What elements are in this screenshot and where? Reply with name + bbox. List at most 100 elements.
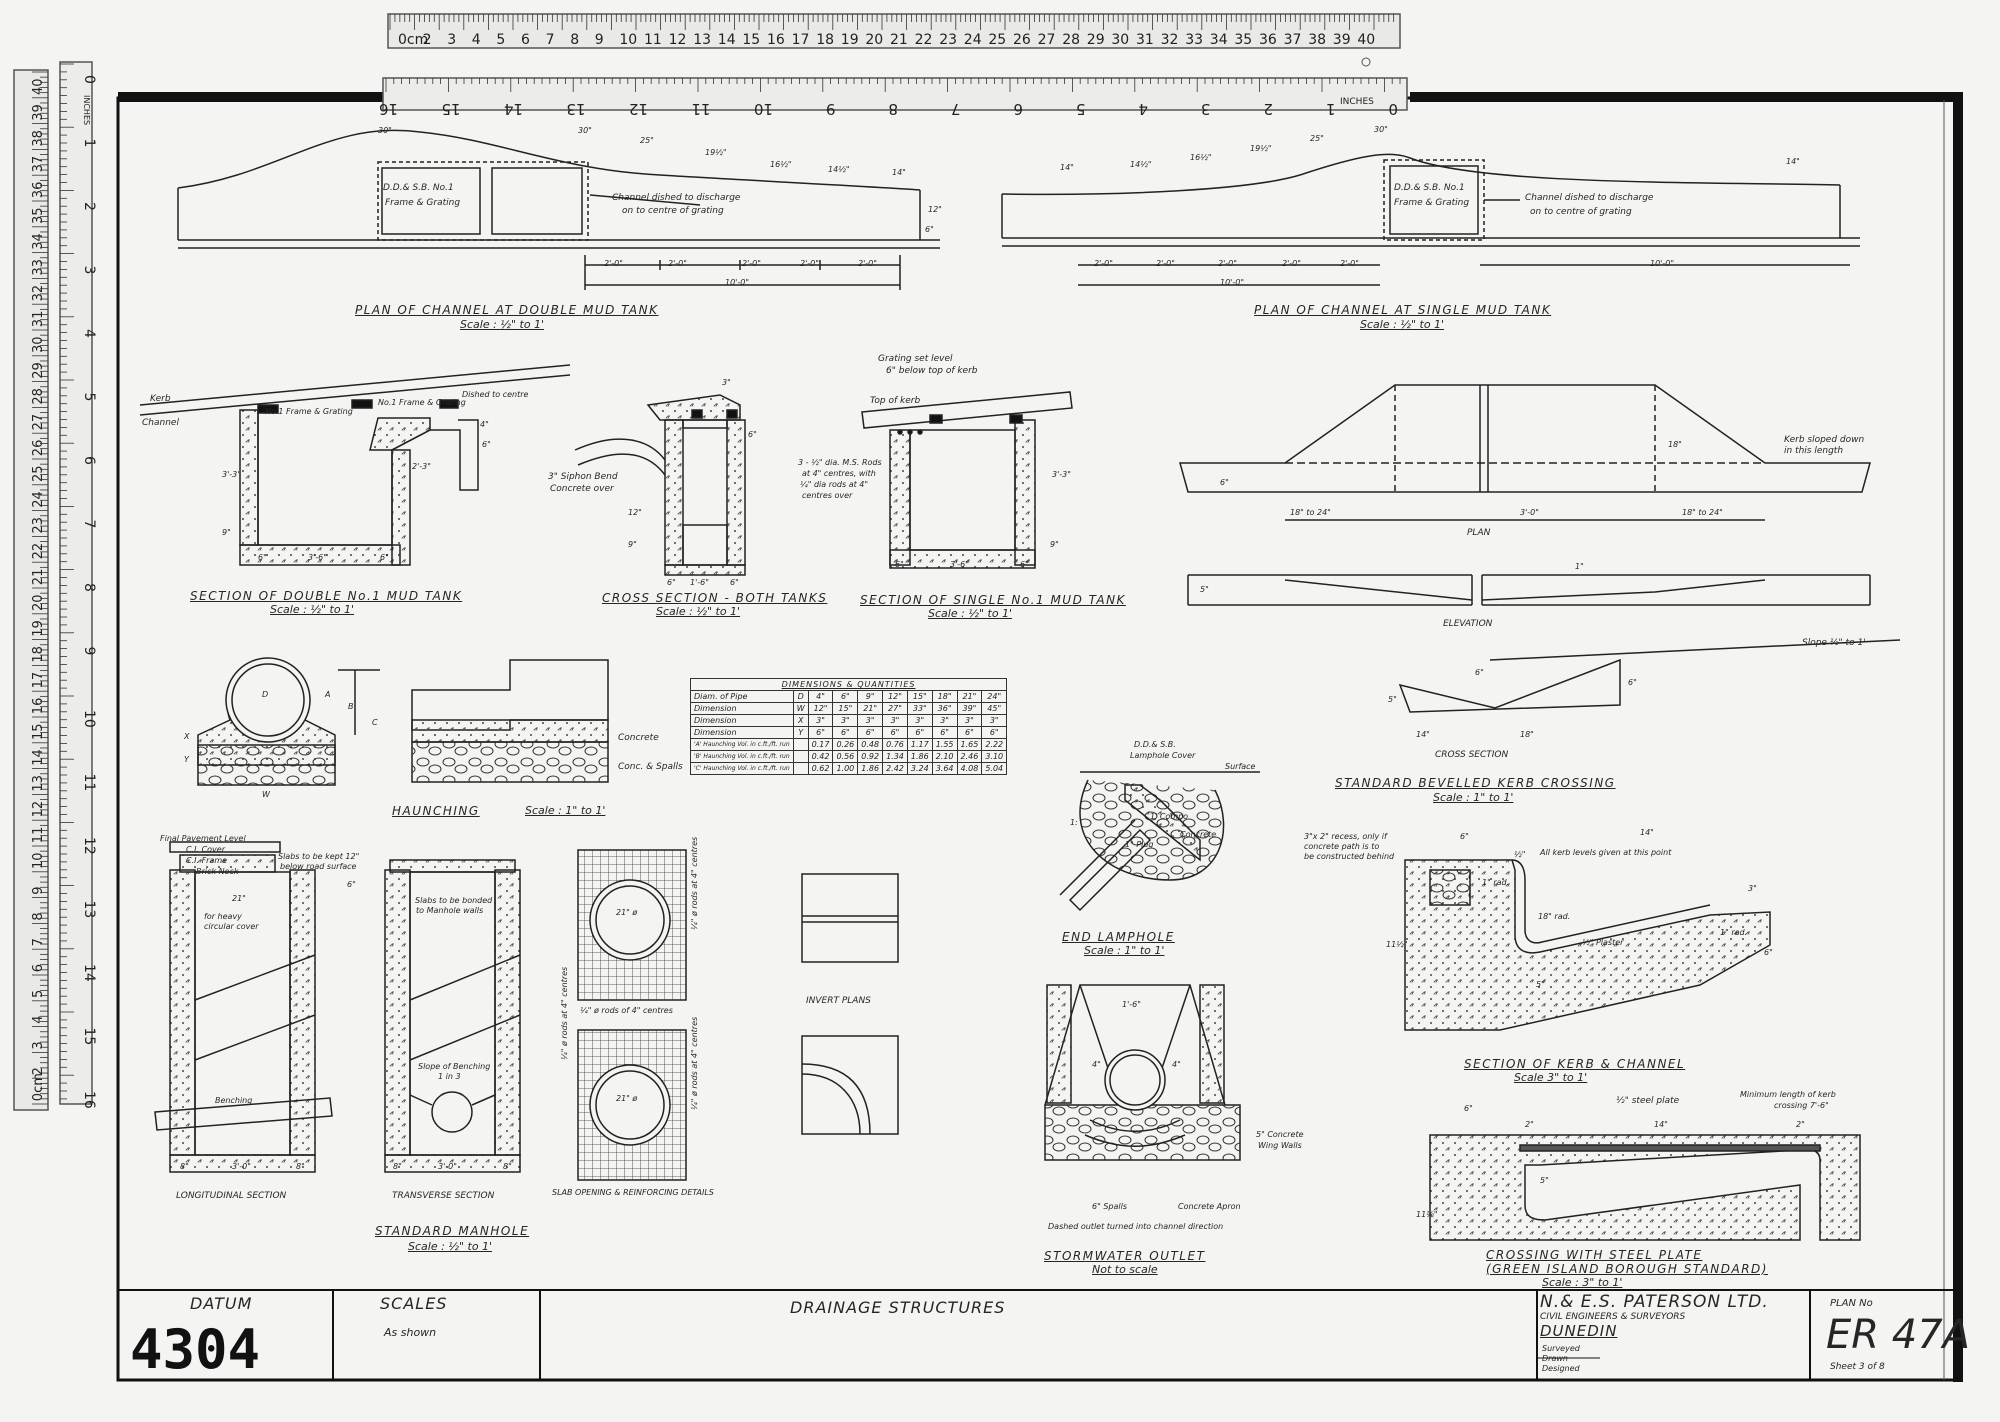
dimensions-table-cell: 9" — [857, 690, 884, 703]
top-ruler-cm-label: 4 — [472, 32, 481, 48]
cross-section-drawing — [574, 394, 746, 576]
section-double-dim-8: 4" — [480, 420, 489, 429]
drawing-title: DRAINAGE STRUCTURES — [790, 1298, 1006, 1317]
bevel-cs-dim-2: 18" — [1520, 730, 1534, 739]
dimensions-table-cell: Dimension — [690, 726, 794, 739]
haunch-scale: Scale : 1" to 1' — [525, 804, 606, 817]
dimensions-table-cell: 2.22 — [981, 738, 1008, 751]
manhole-long-dim-3: 8" — [296, 1162, 305, 1171]
storm-wing-1: 5" Concrete — [1256, 1130, 1304, 1139]
haunch-label-w: W — [262, 790, 270, 799]
single-rods-3: ¼" dia rods at 4" — [800, 480, 869, 489]
single-rods-1: 3 - ½" dia. M.S. Rods — [798, 458, 882, 467]
left-ruler-inch-label: 7 — [81, 520, 97, 529]
bevel-scale: Scale : 1" to 1' — [1433, 791, 1514, 804]
single-dim-2: 3'-6" — [950, 560, 969, 569]
plan-double-frame-label-2: Frame & Grating — [385, 198, 461, 208]
haunch-spalls: Conc. & Spalls — [618, 762, 683, 772]
dimensions-table-cell: 2.10 — [931, 750, 958, 763]
left-ruler-cm-label: 8 — [31, 912, 46, 920]
dimensions-table-cell: 33" — [906, 702, 933, 715]
dimensions-table-cell: 0.42 — [807, 750, 834, 763]
dimensions-table-cell: 6" — [956, 726, 983, 739]
dimensions-table-cell: Diam. of Pipe — [690, 690, 794, 703]
steel-plate-drawing — [1429, 1134, 1861, 1241]
single-grating-note-2: 6" below top of kerb — [886, 366, 978, 376]
bevel-plan-dim-2: 3'-0" — [1520, 508, 1539, 517]
top-ruler-cm-label: 8 — [570, 32, 579, 48]
left-ruler-inch-label: 15 — [81, 1028, 97, 1046]
plan-single-level-2: 14½" — [1130, 160, 1152, 169]
plan-double-scale: Scale : ½" to 1' — [460, 318, 545, 331]
haunch-concrete: Concrete — [618, 733, 659, 743]
sp-dim-4: 2" — [1796, 1120, 1805, 1129]
sp-dim-1: 6" — [1464, 1104, 1473, 1113]
top-ruler-inch-label: 11 — [691, 100, 710, 118]
haunch-label-y: Y — [184, 755, 189, 764]
dimensions-table-cell: X — [792, 714, 809, 727]
plan-double-frame-label: D.D.& S.B. No.1 — [383, 183, 454, 193]
left-ruler-inch-label: 6 — [81, 456, 97, 465]
left-ruler-inch-label: 8 — [81, 583, 97, 592]
top-ruler-cm-label: 35 — [1234, 32, 1252, 48]
manhole-heavy-1: for heavy — [204, 912, 242, 921]
plan-single-note-2: on to centre of grating — [1530, 207, 1632, 217]
dimensions-table-title: DIMENSIONS & QUANTITIES — [689, 678, 1008, 691]
lamphole-plug: 1" Plug — [1125, 840, 1154, 849]
bevel-cs-dim-3: 5" — [1388, 695, 1397, 704]
section-double-frame-2: No.1 Frame & Grating — [378, 398, 466, 407]
cross-dim-4: 3" — [722, 378, 731, 387]
kc-dim-6: 5" — [1536, 980, 1545, 989]
single-title: SECTION OF SINGLE No.1 MUD TANK — [860, 593, 1126, 607]
storm-dim-1: 4" — [1092, 1060, 1101, 1069]
manhole-top-4: Brick Neck — [196, 867, 239, 876]
dimensions-table-cell: 21" — [857, 702, 884, 715]
sp-dim-3: 14" — [1654, 1120, 1668, 1129]
dimensions-table-cell: 3" — [906, 714, 933, 727]
section-double-dished: Dished to centre — [462, 390, 529, 399]
kerb-channel-drawing — [1404, 859, 1771, 1031]
dimensions-table-cell: 3" — [931, 714, 958, 727]
dimensions-table-cell: 18" — [931, 690, 958, 703]
dimensions-table-cell: 5.04 — [981, 762, 1008, 775]
top-ruler-cm-label: 5 — [496, 32, 505, 48]
manhole-slab-rods-1: ¼" ø rods at 4" centres — [690, 836, 699, 930]
dimensions-table-cell: 4" — [807, 690, 834, 703]
cross-siphon: 3" Siphon Bend — [548, 472, 618, 482]
kc-rad-1: 1" rad. — [1482, 878, 1510, 887]
plan-single-total-right: 10'-0" — [1650, 259, 1675, 268]
plan-single-note-1: Channel dished to discharge — [1525, 193, 1654, 203]
manhole-trans-dim-2: 3'-0" — [438, 1162, 457, 1171]
sheet-number: Sheet 3 of 8 — [1830, 1362, 1885, 1372]
dimensions-table-cell: W — [792, 702, 809, 715]
plan-single-level-7: 14" — [1786, 157, 1800, 166]
top-ruler-inch-label: 4 — [1138, 100, 1148, 118]
dimensions-table-cell: 0.92 — [857, 750, 884, 763]
manhole-long-dim-4: 21" — [232, 894, 246, 903]
cross-dim-5: 12" — [628, 508, 642, 517]
invert-plans-drawing — [801, 873, 899, 1135]
kc-rad-2: 18" rad. — [1538, 912, 1571, 921]
plan-single-dim-4: 2'-0" — [1282, 259, 1301, 268]
manhole-slabs-note-2: below road surface — [280, 862, 357, 871]
dimensions-table-cell — [792, 738, 809, 751]
plan-single-scale: Scale : ½" to 1' — [1360, 318, 1445, 331]
section-double-dim-7: 6" — [482, 440, 491, 449]
storm-dim-3: 1'-6" — [1122, 1000, 1141, 1009]
kc-rad-3: 1" rad. — [1720, 928, 1748, 937]
plan-single-dim-2: 2'-0" — [1156, 259, 1175, 268]
plan-single-total-left: 10'-0" — [1220, 278, 1245, 287]
top-ruler-cm-label: 24 — [964, 32, 982, 48]
cross-dim-1: 6" — [667, 578, 676, 587]
plan-number: ER 47A — [1826, 1312, 1971, 1358]
plan-single-dim-5: 2'-0" — [1340, 259, 1359, 268]
haunch-label-a: A — [325, 690, 331, 699]
bevel-cross-section-label: CROSS SECTION — [1435, 750, 1509, 760]
manhole-slab-rods-3: ¼" ø rods at 4" centres — [690, 1016, 699, 1110]
sp-min-1: Minimum length of kerb — [1740, 1090, 1836, 1099]
manhole-bonded-1: Slabs to be bonded — [415, 896, 493, 905]
